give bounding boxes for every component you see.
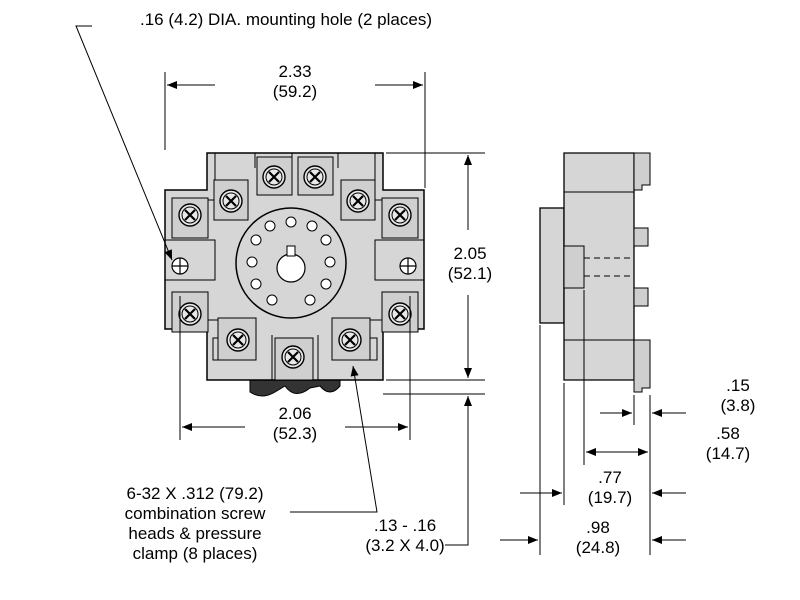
screw-note-line: 6-32 X .312 (79.2) — [126, 484, 264, 503]
bottom-clamp — [249, 379, 341, 397]
mounting-holes — [171, 257, 417, 275]
screw-note-line: heads & pressure — [128, 524, 262, 543]
side-dim-1-in: .15 — [726, 376, 750, 395]
side-dim-2-mm: (14.7) — [705, 444, 751, 463]
screw-note-line: clamp (8 places) — [132, 544, 258, 563]
dimension-lines — [75, 25, 686, 555]
side-dim-2-in: .58 — [716, 424, 740, 443]
side-dim-3-in: .77 — [598, 468, 622, 487]
width-bottom-in: 2.06 — [278, 404, 312, 423]
front-view — [164, 152, 425, 397]
side-dim-4-in: .98 — [586, 518, 610, 537]
height-right-in: 2.05 — [453, 244, 487, 263]
screw-note-line: combination screw — [124, 504, 266, 523]
screw-note: 6-32 X .312 (79.2) combination screw hea… — [100, 484, 290, 564]
slot-note-mm: (3.2 X 4.0) — [365, 536, 445, 555]
side-dim-4-mm: (24.8) — [575, 538, 621, 557]
height-right-mm: (52.1) — [447, 264, 493, 283]
side-dim-3-mm: (19.7) — [587, 488, 633, 507]
width-top-mm: (59.2) — [272, 82, 318, 101]
side-view — [539, 152, 651, 393]
slot-note-in: .13 - .16 — [373, 516, 437, 535]
side-dim-1-mm: (3.8) — [720, 396, 756, 415]
width-top-in: 2.33 — [278, 62, 312, 81]
mounting-hole-note: .16 (4.2) DIA. mounting hole (2 places) — [140, 10, 432, 29]
width-bottom-mm: (52.3) — [272, 424, 318, 443]
